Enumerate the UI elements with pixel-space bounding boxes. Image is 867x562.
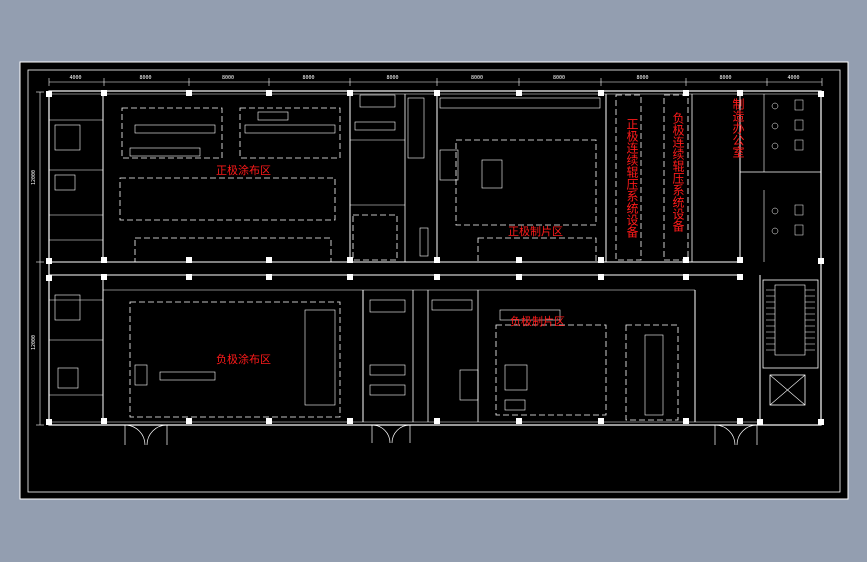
column	[46, 275, 52, 281]
upper-partitions	[49, 94, 821, 262]
doors	[124, 424, 758, 446]
column	[186, 418, 192, 424]
column	[683, 90, 689, 96]
column	[186, 274, 192, 280]
area-label-positive-press: 正极连续辊压系统设备	[625, 118, 639, 239]
top-dim-label: 8000	[222, 75, 234, 81]
top-dim-label: 4000	[788, 75, 800, 81]
area-label-negative-sheet: 负极制片区	[510, 314, 565, 328]
column	[101, 257, 107, 263]
column	[598, 274, 604, 280]
column	[818, 91, 824, 97]
column	[737, 274, 743, 280]
column	[101, 90, 107, 96]
top-dim-label: 8000	[303, 75, 315, 81]
column	[598, 90, 604, 96]
column	[598, 418, 604, 424]
column	[737, 418, 743, 424]
column	[818, 258, 824, 264]
column	[186, 90, 192, 96]
area-label-positive-sheet: 正极制片区	[508, 224, 563, 238]
drawing-sheet	[19, 61, 849, 500]
area-label-office: 制造办公室	[731, 98, 745, 158]
column	[818, 419, 824, 425]
column	[46, 91, 52, 97]
column	[434, 418, 440, 424]
column	[347, 90, 353, 96]
column	[683, 257, 689, 263]
top-dimension-line: 4000 8000 8000 8000 8000 8000 8000 8000 8000 4000	[48, 75, 823, 86]
column	[434, 274, 440, 280]
elevator	[769, 374, 806, 406]
area-label-positive-coating: 正极涂布区	[216, 163, 271, 177]
area-label-negative-coating: 负极涂布区	[216, 352, 271, 366]
column	[46, 419, 52, 425]
top-dim-label: 4000	[70, 75, 82, 81]
column	[598, 257, 604, 263]
left-dim-label-2: 12000	[31, 335, 37, 350]
column	[101, 418, 107, 424]
top-dim-label: 8000	[140, 75, 152, 81]
structural-columns	[46, 90, 824, 425]
top-dim-label: 8000	[637, 75, 649, 81]
column	[347, 418, 353, 424]
column	[737, 90, 743, 96]
left-dim-label-1: 12000	[31, 170, 37, 185]
column	[266, 257, 272, 263]
column	[186, 257, 192, 263]
column	[347, 274, 353, 280]
equipment-zones	[119, 94, 689, 421]
column	[434, 90, 440, 96]
drawing-frame	[27, 69, 841, 493]
left-dimension-line: 12000 12000	[31, 91, 44, 426]
column	[516, 274, 522, 280]
column	[757, 419, 763, 425]
restroom-fixtures	[771, 99, 804, 236]
stairwell	[762, 279, 819, 369]
column	[347, 257, 353, 263]
column	[683, 274, 689, 280]
top-dim-label: 8000	[387, 75, 399, 81]
column	[46, 258, 52, 264]
column	[516, 257, 522, 263]
column	[683, 418, 689, 424]
machines	[54, 94, 664, 416]
column	[266, 418, 272, 424]
column	[516, 90, 522, 96]
column	[101, 274, 107, 280]
area-label-negative-press: 负极连续辊压系统设备	[671, 112, 685, 233]
column	[266, 274, 272, 280]
top-dim-label: 8000	[553, 75, 565, 81]
column	[266, 90, 272, 96]
top-dim-label: 8000	[471, 75, 483, 81]
column	[516, 418, 522, 424]
column	[434, 257, 440, 263]
top-dim-label: 8000	[720, 75, 732, 81]
column	[737, 257, 743, 263]
